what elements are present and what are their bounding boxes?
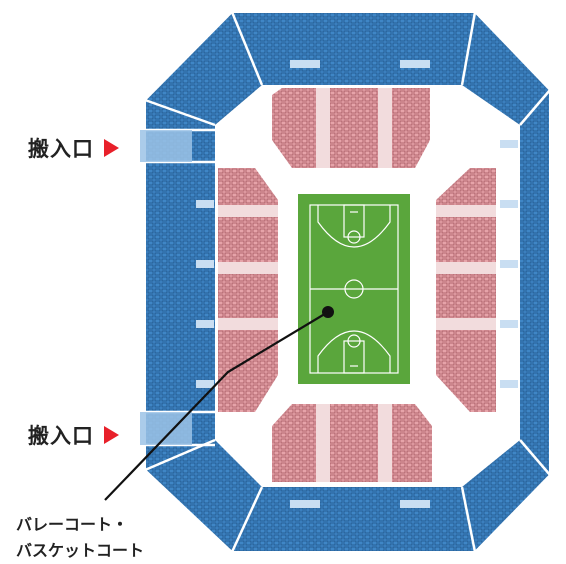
aisles (196, 60, 518, 508)
lower-block-north (272, 88, 430, 168)
court-caption-line1: バレーコート・ (16, 515, 129, 534)
entrance-label-upper: 搬入口 (28, 133, 119, 163)
court-caption: バレーコート・ バスケットコート (16, 512, 144, 564)
entrance-zone-upper (140, 130, 192, 162)
triangle-right-icon (104, 426, 119, 444)
lower-seating (218, 88, 496, 482)
court-caption-line2: バスケットコート (16, 541, 145, 560)
entrance-label-lower: 搬入口 (28, 420, 119, 450)
court-leader-line (104, 311, 329, 501)
lower-block-south (272, 404, 432, 482)
lower-aisles (218, 88, 496, 482)
lower-block-east (436, 168, 496, 412)
lower-block-west (218, 168, 278, 412)
entrance-label-lower-text: 搬入口 (28, 424, 94, 448)
court-lines (309, 204, 399, 374)
court (298, 194, 410, 384)
triangle-right-icon (104, 139, 119, 157)
entrance-label-upper-text: 搬入口 (28, 137, 94, 161)
